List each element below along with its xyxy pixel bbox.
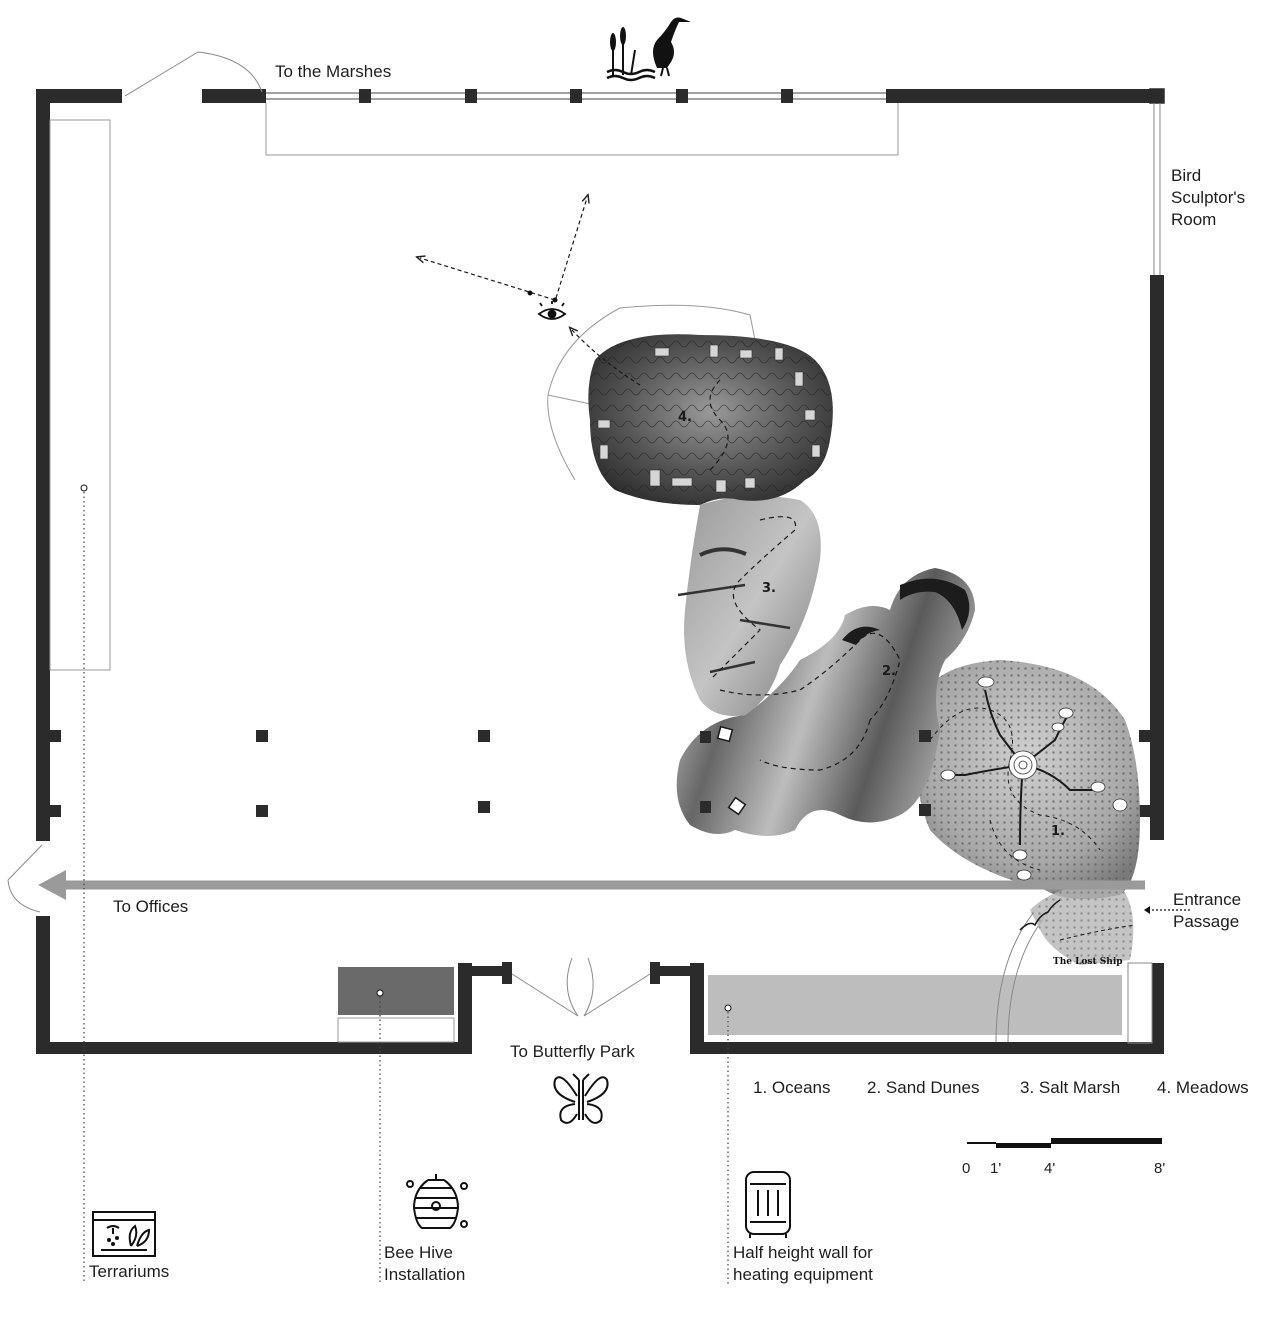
bee-hive-icon [406,1174,468,1229]
butterfly-doors[interactable] [511,957,651,1017]
terrariums-label: Terrariums [89,1262,170,1281]
leader-lines [83,492,729,1285]
walls [36,89,1164,1054]
zone-1-label: 1. [1051,824,1065,839]
landscape: 1. 2. 3. 4. The Lost Ship [547,304,1140,967]
heating-label: Half height wall for heating equipment [733,1243,873,1284]
bird-room-opening [1153,103,1161,275]
scale-tick-4: 4' [1044,1160,1056,1177]
entrance-pointer [1144,906,1190,914]
butterfly-icon [553,1073,609,1124]
heron-reeds-icon [606,17,691,82]
left-door[interactable] [7,844,43,913]
heater-icon [745,1171,791,1238]
entrance-frame [995,911,1153,1044]
marshes-label: To the Marshes [275,62,392,81]
zone-4-label: 4. [678,410,692,425]
zone-dunes [676,568,975,836]
offices-label: To Offices [113,897,189,916]
scale-bar [967,1138,1162,1148]
bird-room-label: Bird Sculptor's Room [1171,166,1246,229]
window-wall [265,89,899,156]
direction-arrow-icon [38,870,1145,900]
eye-icon [537,301,567,320]
zone-2-label: 2. [882,664,896,679]
bee-hive-label: Bee Hive Installation [384,1243,466,1284]
butterfly-label: To Butterfly Park [510,1042,635,1061]
legend-salt-marsh: 3. Salt Marsh [1020,1078,1121,1097]
scale-tick-1: 1' [990,1160,1002,1177]
columns [50,730,1151,817]
scale-tick-8: 8' [1154,1160,1166,1177]
terrarium-icon [92,1211,156,1257]
terrarium-bench [49,119,111,671]
lost-ship-label: The Lost Ship [1053,957,1123,967]
legend-sand-dunes: 2. Sand Dunes [867,1078,980,1097]
legend-oceans: 1. Oceans [753,1078,831,1097]
corner-post [1149,88,1165,104]
entrance-label: Entrance Passage [1173,890,1242,931]
heating-wall [708,975,1122,1035]
terrarium-marker [80,484,88,492]
scale-tick-0: 0 [962,1160,971,1177]
legend-meadows: 4. Meadows [1157,1078,1249,1097]
zone-3-label: 3. [762,581,776,596]
bee-hive-block [337,967,455,1043]
top-door[interactable] [124,51,263,97]
